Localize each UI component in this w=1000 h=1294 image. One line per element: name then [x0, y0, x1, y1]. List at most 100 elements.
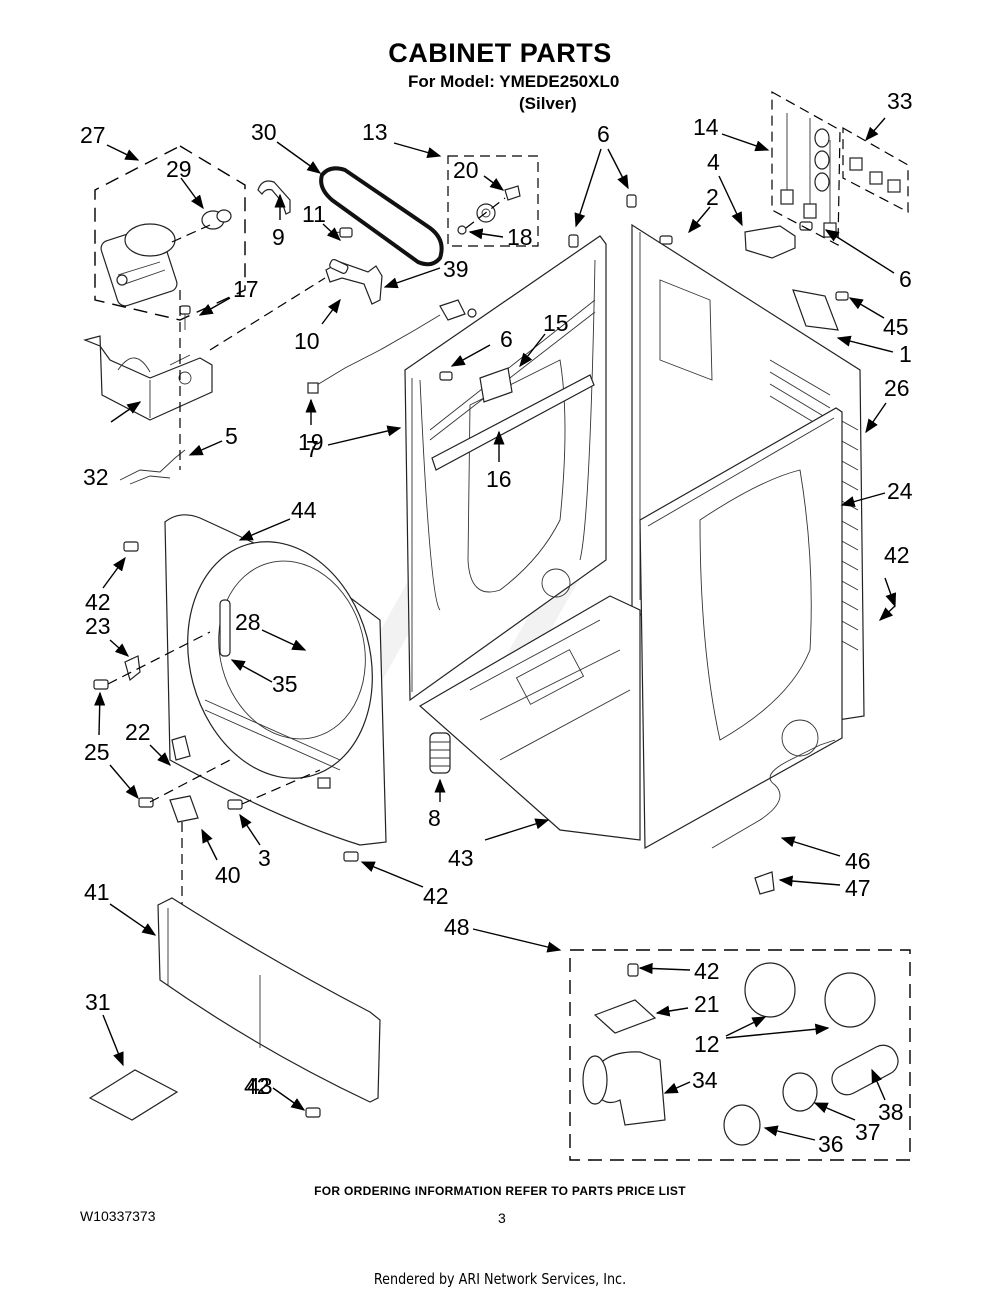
base-part: [418, 595, 641, 841]
callout-4: 4: [707, 149, 720, 175]
callout-10: 10: [294, 328, 320, 354]
screw-25-lower-part: [138, 797, 154, 808]
heat-shield-part: [431, 374, 595, 471]
callout-24: 24: [887, 478, 913, 504]
callout-43: 43: [448, 845, 474, 871]
motor-mount-part: [83, 335, 213, 421]
callout-2: 2: [706, 184, 719, 210]
screw-42-toekick-part: [305, 1107, 321, 1118]
screw-6-top-right-part: [626, 194, 637, 208]
callout-8: 8: [428, 805, 441, 831]
callout-46: 46: [845, 848, 871, 874]
callout-19: 19: [298, 429, 324, 455]
callout-22: 22: [125, 719, 151, 745]
screw-45-part: [835, 291, 849, 301]
callout-42-side: 42: [884, 542, 910, 568]
callout-38: 38: [878, 1099, 904, 1125]
screw-42-front-top-part: [123, 541, 139, 552]
idler-spring-part: [329, 258, 349, 274]
callout-13: 13: [362, 119, 388, 145]
callout-20: 20: [453, 157, 479, 183]
callout-33: 33: [887, 88, 913, 114]
callout-23: 23: [85, 613, 111, 639]
callout-42-toekick: 42: [244, 1073, 270, 1099]
page-number: 3: [498, 1210, 506, 1226]
callout-37: 37: [855, 1119, 881, 1145]
side-panel-part: [639, 407, 843, 850]
screw-42-front-bottom-part: [343, 851, 359, 862]
callout-3: 3: [258, 845, 271, 871]
callout-45: 45: [883, 314, 909, 340]
callout-42-front-bottom: 42: [423, 883, 449, 909]
model-line: For Model: YMEDE250XL0: [408, 72, 620, 91]
callout-15: 15: [543, 310, 569, 336]
callout-29: 29: [166, 156, 192, 182]
callout-42-kit: 42: [694, 958, 720, 984]
screw-6-panel-part: [439, 371, 453, 381]
toe-kick-part: [157, 897, 381, 1103]
callout-5: 5: [225, 423, 238, 449]
callout-30: 30: [251, 119, 277, 145]
callout-44: 44: [291, 497, 317, 523]
wire-harness-part: [307, 299, 477, 394]
callout-6-right: 6: [899, 266, 912, 292]
cord-clip-part: [754, 871, 775, 895]
callout-39: 39: [443, 256, 469, 282]
clip-40-part: [169, 795, 199, 823]
callout-leaders: [94, 117, 897, 1141]
callout-6-panel: 6: [500, 326, 513, 352]
callout-41: 41: [84, 879, 110, 905]
rendered-by-credit: Rendered by ARI Network Services, Inc.: [373, 1270, 627, 1288]
callout-16: 16: [486, 466, 512, 492]
door-strike-part: [124, 655, 141, 682]
page-title: CABINET PARTS: [388, 38, 612, 68]
callout-35: 35: [272, 671, 298, 697]
callout-48: 48: [444, 914, 470, 940]
callout-11: 11: [302, 201, 326, 227]
terminal-nuts-group: [842, 126, 909, 213]
screw-6-terminal-part: [799, 221, 813, 231]
screw-25-upper-part: [93, 679, 109, 690]
exhaust-kit-group: [569, 949, 911, 1161]
callout-32: 32: [83, 464, 109, 490]
callout-25: 25: [84, 739, 110, 765]
callout-21: 21: [694, 991, 720, 1017]
junction-bracket-part: [792, 289, 839, 331]
callout-31: 31: [85, 989, 111, 1015]
screw-17-part: [179, 305, 191, 330]
callout-26: 26: [884, 375, 910, 401]
front-panel-part: [164, 514, 387, 846]
callout-12: 12: [694, 1031, 720, 1057]
callout-47: 47: [845, 875, 871, 901]
callout-labels: 27 29 30 13 20 18 6 14 33 4 2 6 45 1 9 1…: [80, 88, 913, 1157]
callout-1: 1: [899, 341, 912, 367]
screw-6-top-left-part: [568, 234, 579, 248]
motor-clip-part: [257, 180, 291, 215]
callout-36: 36: [818, 1131, 844, 1157]
callout-27: 27: [80, 122, 106, 148]
motor-assembly-group: [94, 145, 246, 321]
ordering-note: FOR ORDERING INFORMATION REFER TO PARTS …: [314, 1184, 686, 1198]
foot-pad-part: [88, 1069, 179, 1121]
rear-panel-part: [404, 235, 607, 702]
callout-14: 14: [693, 114, 719, 140]
terminal-kit-group: [771, 90, 841, 246]
callout-42-front-top: 42: [85, 589, 111, 615]
screw-3-part: [227, 799, 243, 810]
document-number: W10337373: [80, 1208, 156, 1224]
callout-6-top: 6: [597, 121, 610, 147]
drive-motor-part: [100, 223, 178, 307]
idler-pulley-group: [447, 155, 539, 247]
motor-pulley-part: [201, 209, 232, 230]
motor-harness-part: [119, 449, 186, 485]
leveling-foot-part: [429, 732, 451, 774]
callout-7: 7: [306, 436, 319, 462]
callout-40: 40: [215, 862, 241, 888]
callout-34: 34: [692, 1067, 718, 1093]
terminal-block-part: [744, 225, 796, 259]
callout-43-toekick-overlap: 43: [247, 1073, 273, 1099]
callout-9: 9: [272, 224, 285, 250]
thermistor-board-part: [479, 367, 513, 403]
drive-belt-part: [319, 166, 444, 267]
